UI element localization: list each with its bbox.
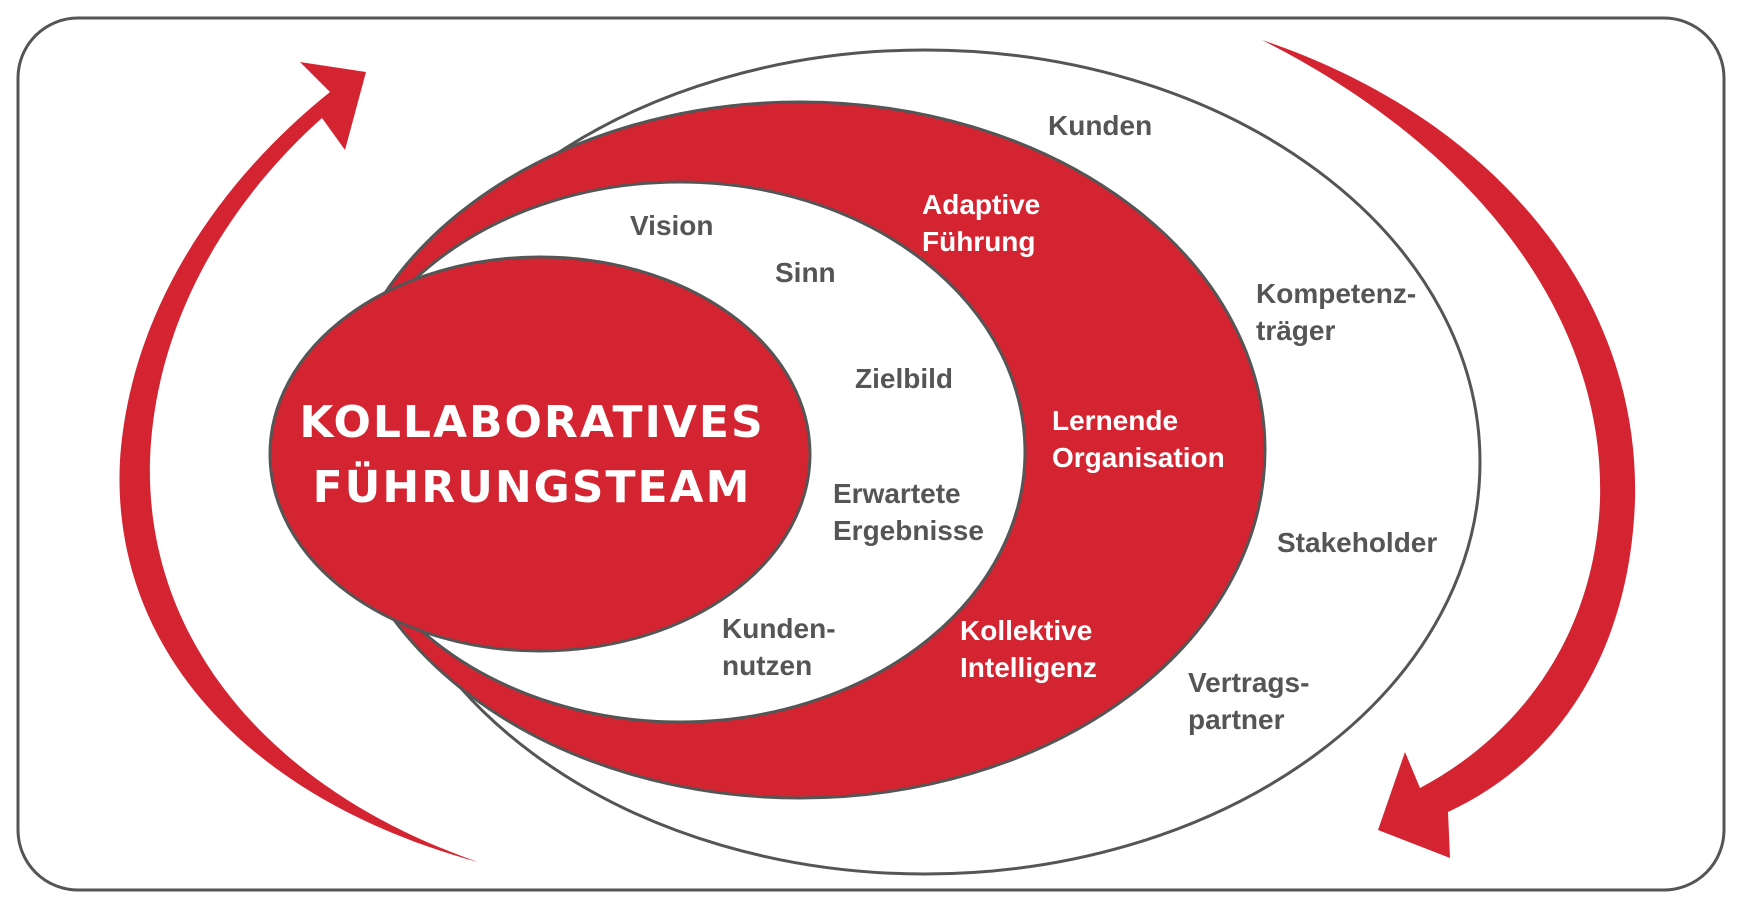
label-lernende-2: Organisation <box>1052 442 1225 473</box>
label-erwartete-2: Ergebnisse <box>833 515 984 546</box>
core-title-line-1: KOLLABORATIVES <box>299 397 764 448</box>
label-kundennutzen-2: nutzen <box>722 650 812 681</box>
label-kunden: Kunden <box>1048 110 1152 141</box>
label-adaptive-1: Adaptive <box>922 189 1040 220</box>
label-vision: Vision <box>630 210 714 241</box>
label-kollektive-2: Intelligenz <box>960 652 1097 683</box>
label-kundennutzen-1: Kunden- <box>722 613 836 644</box>
label-stakeholder: Stakeholder <box>1277 527 1437 558</box>
label-sinn: Sinn <box>775 257 836 288</box>
core-title-line-2: FÜHRUNGSTEAM <box>313 460 752 513</box>
curved-arrow-down-icon <box>1262 40 1636 858</box>
label-lernende-1: Lernende <box>1052 405 1178 436</box>
label-adaptive-2: Führung <box>922 226 1036 257</box>
label-kompetenz-2: träger <box>1256 315 1335 346</box>
label-kompetenz-1: Kompetenz- <box>1256 278 1416 309</box>
label-erwartete-1: Erwartete <box>833 478 961 509</box>
label-zielbild: Zielbild <box>855 363 953 394</box>
label-vertragspartner-1: Vertrags- <box>1188 667 1309 698</box>
core-ellipse <box>268 255 812 653</box>
label-vertragspartner-2: partner <box>1188 704 1285 735</box>
label-kollektive-1: Kollektive <box>960 615 1092 646</box>
